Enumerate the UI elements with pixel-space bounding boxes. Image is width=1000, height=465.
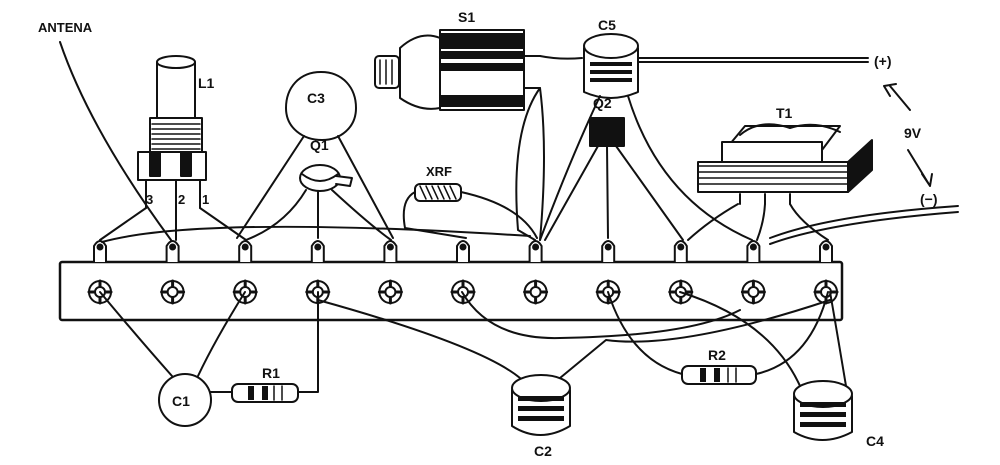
resistor-r1 (209, 291, 319, 403)
capacitor-c5 (539, 33, 869, 241)
terminal-strip (58, 240, 844, 322)
switch-s1 (374, 29, 583, 241)
terminal-lug (523, 240, 549, 305)
terminal-lug (668, 240, 694, 305)
terminal-lug (377, 240, 403, 305)
transformer-t1 (687, 123, 873, 241)
label-antenna: ANTENA (38, 20, 93, 35)
power-supply-9v (769, 83, 959, 245)
label-minus: (−) (920, 191, 938, 207)
transistor-q1 (245, 164, 392, 241)
label-9v: 9V (904, 125, 922, 141)
label-c4: C4 (866, 433, 884, 449)
label-q2: Q2 (593, 95, 612, 111)
label-c3: C3 (307, 90, 325, 106)
label-s1: S1 (458, 9, 475, 25)
terminal-lug (160, 240, 186, 305)
choke-xrf (402, 183, 538, 239)
label-c1: C1 (172, 393, 190, 409)
terminal-lug (740, 240, 766, 305)
label-r2: R2 (708, 347, 726, 363)
label-pin-3: 3 (146, 192, 153, 207)
capacitor-c1 (99, 291, 246, 427)
antenna-wire (59, 41, 172, 241)
coil-l1 (137, 55, 207, 209)
label-r1: R1 (262, 365, 280, 381)
capacitor-c4 (679, 291, 853, 441)
transistor-q2 (544, 117, 684, 241)
label-xrf: XRF (426, 164, 452, 179)
l1-leads (99, 207, 531, 243)
label-pin-1: 1 (202, 192, 209, 207)
resistor-r2 (607, 291, 829, 385)
label-t1: T1 (776, 105, 793, 121)
capacitor-c3 (236, 71, 394, 239)
label-l1: L1 (198, 75, 215, 91)
label-pin-2: 2 (178, 192, 185, 207)
label-c5: C5 (598, 17, 616, 33)
capacitor-c2 (317, 291, 831, 436)
label-c2: C2 (534, 443, 552, 459)
label-q1: Q1 (310, 137, 329, 153)
label-plus: (+) (874, 53, 892, 69)
terminal-lug (232, 240, 258, 305)
